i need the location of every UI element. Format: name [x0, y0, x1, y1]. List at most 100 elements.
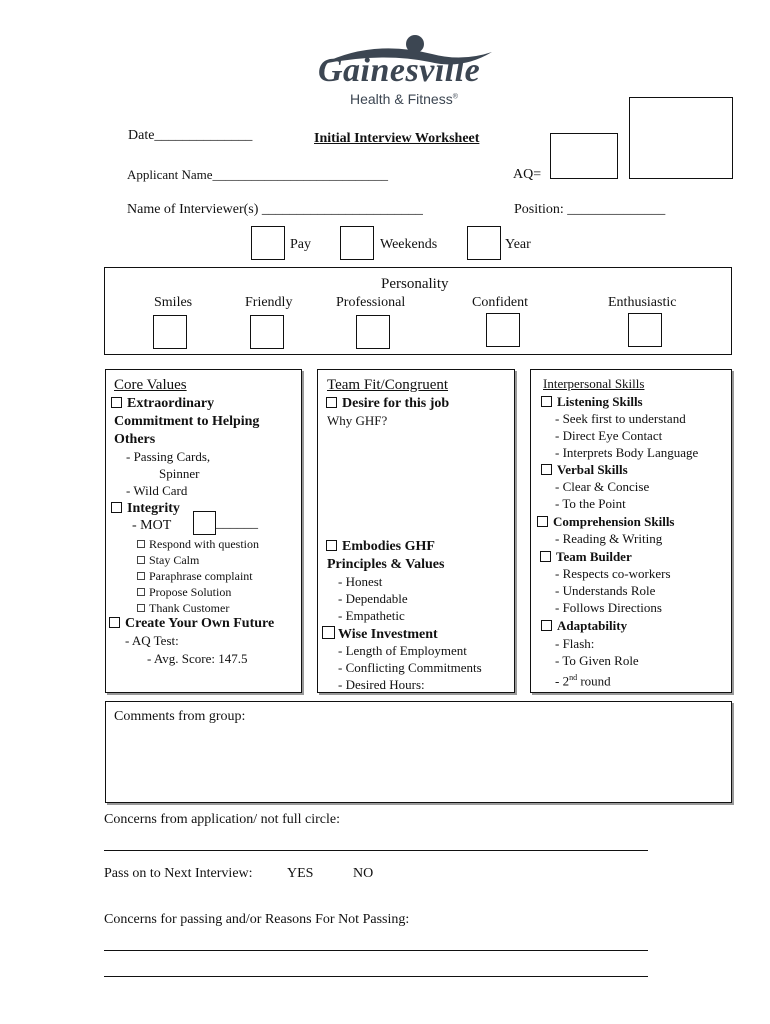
pass-label: Pass on to Next Interview: — [104, 866, 253, 881]
embodies-line2: Principles & Values — [327, 557, 445, 572]
mot-label: - MOT — [132, 518, 172, 533]
trait-confident: Confident — [472, 295, 528, 310]
small-checkbox-icon[interactable] — [137, 572, 145, 580]
round-suffix: round — [577, 673, 611, 689]
trait-smiles: Smiles — [154, 295, 193, 310]
professional-checkbox[interactable] — [356, 315, 390, 349]
step-label: Stay Calm — [149, 553, 200, 567]
concerns-passing-line[interactable] — [104, 950, 648, 951]
step-respond[interactable]: Respond with question — [137, 536, 259, 552]
passing-cards: - Passing Cards, — [126, 449, 211, 464]
checkbox-icon[interactable] — [541, 396, 552, 407]
step-stay-calm[interactable]: Stay Calm — [137, 552, 199, 568]
wise-option[interactable]: Wise Investment — [322, 626, 438, 643]
confident-checkbox[interactable] — [486, 313, 520, 347]
adapt-item: - To Given Role — [555, 653, 639, 668]
photo-box[interactable] — [629, 97, 733, 179]
step-label: Thank Customer — [149, 601, 230, 615]
verbal-item: - To the Point — [555, 496, 626, 511]
listening-option[interactable]: Listening Skills — [541, 394, 643, 410]
logo-reg-mark: ® — [452, 93, 458, 101]
concerns-application-line[interactable] — [104, 850, 648, 851]
listening-item: - Seek first to understand — [555, 411, 686, 426]
checkbox-icon[interactable] — [537, 516, 548, 527]
mot-box[interactable] — [193, 511, 216, 535]
comprehension-item: - Reading & Writing — [555, 531, 663, 546]
adaptability-option[interactable]: Adaptability — [541, 618, 627, 634]
step-paraphrase[interactable]: Paraphrase complaint — [137, 568, 253, 584]
checkbox-icon[interactable] — [326, 540, 337, 551]
pay-checkbox[interactable] — [251, 226, 285, 260]
checkbox-icon[interactable] — [111, 397, 122, 408]
extraordinary-option[interactable]: Extraordinary — [111, 396, 214, 412]
aq-box[interactable] — [550, 133, 618, 179]
small-checkbox-icon[interactable] — [137, 556, 145, 564]
wise-label: Wise Investment — [338, 627, 438, 642]
enthusiastic-checkbox[interactable] — [628, 313, 662, 347]
team-fit-title: Team Fit/Congruent — [327, 377, 449, 393]
checkbox-icon[interactable] — [322, 626, 335, 639]
create-future-option[interactable]: Create Your Own Future — [109, 616, 274, 632]
integrity-option[interactable]: Integrity — [111, 501, 180, 517]
desire-label: Desire for this job — [342, 396, 450, 411]
team-fit-panel — [317, 369, 515, 693]
checkbox-icon[interactable] — [541, 620, 552, 631]
team-builder-label: Team Builder — [556, 549, 632, 564]
small-checkbox-icon[interactable] — [137, 540, 145, 548]
pass-no[interactable]: NO — [353, 866, 374, 881]
year-label: Year — [505, 237, 531, 252]
listening-item: - Interprets Body Language — [555, 445, 699, 460]
small-checkbox-icon[interactable] — [137, 604, 145, 612]
checkbox-icon[interactable] — [540, 551, 551, 562]
concerns-application-label: Concerns from application/ not full circ… — [104, 812, 340, 827]
team-item: - Follows Directions — [555, 600, 662, 615]
value-honest: - Honest — [338, 574, 383, 589]
round-prefix: - 2 — [555, 673, 570, 689]
applicant-name-field[interactable]: Applicant Name__________________________… — [127, 167, 389, 182]
checkbox-icon[interactable] — [111, 502, 122, 513]
checkbox-icon[interactable] — [541, 464, 552, 475]
listening-label: Listening Skills — [557, 394, 643, 409]
round-item: - 2nd round — [555, 670, 611, 689]
small-checkbox-icon[interactable] — [137, 588, 145, 596]
spinner: Spinner — [159, 466, 200, 481]
trait-enthusiastic: Enthusiastic — [608, 295, 677, 310]
friendly-checkbox[interactable] — [250, 315, 284, 349]
investment-length: - Length of Employment — [338, 643, 467, 658]
year-checkbox[interactable] — [467, 226, 501, 260]
comments-label: Comments from group: — [114, 709, 246, 724]
smiles-checkbox[interactable] — [153, 315, 187, 349]
date-field[interactable]: Date______________ — [128, 128, 253, 143]
verbal-item: - Clear & Concise — [555, 479, 650, 494]
comprehension-option[interactable]: Comprehension Skills — [537, 514, 675, 530]
trait-professional: Professional — [336, 295, 406, 310]
pass-yes[interactable]: YES — [287, 866, 314, 881]
comments-box[interactable] — [105, 701, 732, 803]
concerns-passing-label: Concerns for passing and/or Reasons For … — [104, 912, 410, 927]
wild-card: - Wild Card — [126, 483, 188, 498]
checkbox-icon[interactable] — [109, 617, 120, 628]
checkbox-icon[interactable] — [326, 397, 337, 408]
listening-item: - Direct Eye Contact — [555, 428, 663, 443]
value-empathetic: - Empathetic — [338, 608, 405, 623]
value-dependable: - Dependable — [338, 591, 408, 606]
interviewers-field[interactable]: Name of Interviewer(s) _________________… — [127, 202, 423, 217]
adapt-item: - Flash: — [555, 636, 595, 651]
step-propose[interactable]: Propose Solution — [137, 584, 231, 600]
logo-brand: Gainesville — [318, 52, 481, 89]
core-values-title: Core Values — [114, 377, 187, 393]
page-title: Initial Interview Worksheet — [314, 131, 480, 146]
why-ghf: Why GHF? — [327, 413, 388, 428]
trait-friendly: Friendly — [245, 295, 293, 310]
desire-option[interactable]: Desire for this job — [326, 396, 449, 412]
weekends-checkbox[interactable] — [340, 226, 374, 260]
embodies-option[interactable]: Embodies GHF — [326, 539, 435, 555]
integrity-label: Integrity — [127, 501, 180, 516]
concerns-passing-line[interactable] — [104, 976, 648, 977]
logo-subtitle: Health & Fitness® — [350, 91, 458, 107]
verbal-option[interactable]: Verbal Skills — [541, 462, 628, 478]
team-builder-option[interactable]: Team Builder — [540, 549, 632, 565]
mot-blank[interactable]: ______ — [216, 516, 258, 531]
position-field[interactable]: Position: ______________ — [514, 202, 666, 217]
step-thank[interactable]: Thank Customer — [137, 600, 229, 616]
